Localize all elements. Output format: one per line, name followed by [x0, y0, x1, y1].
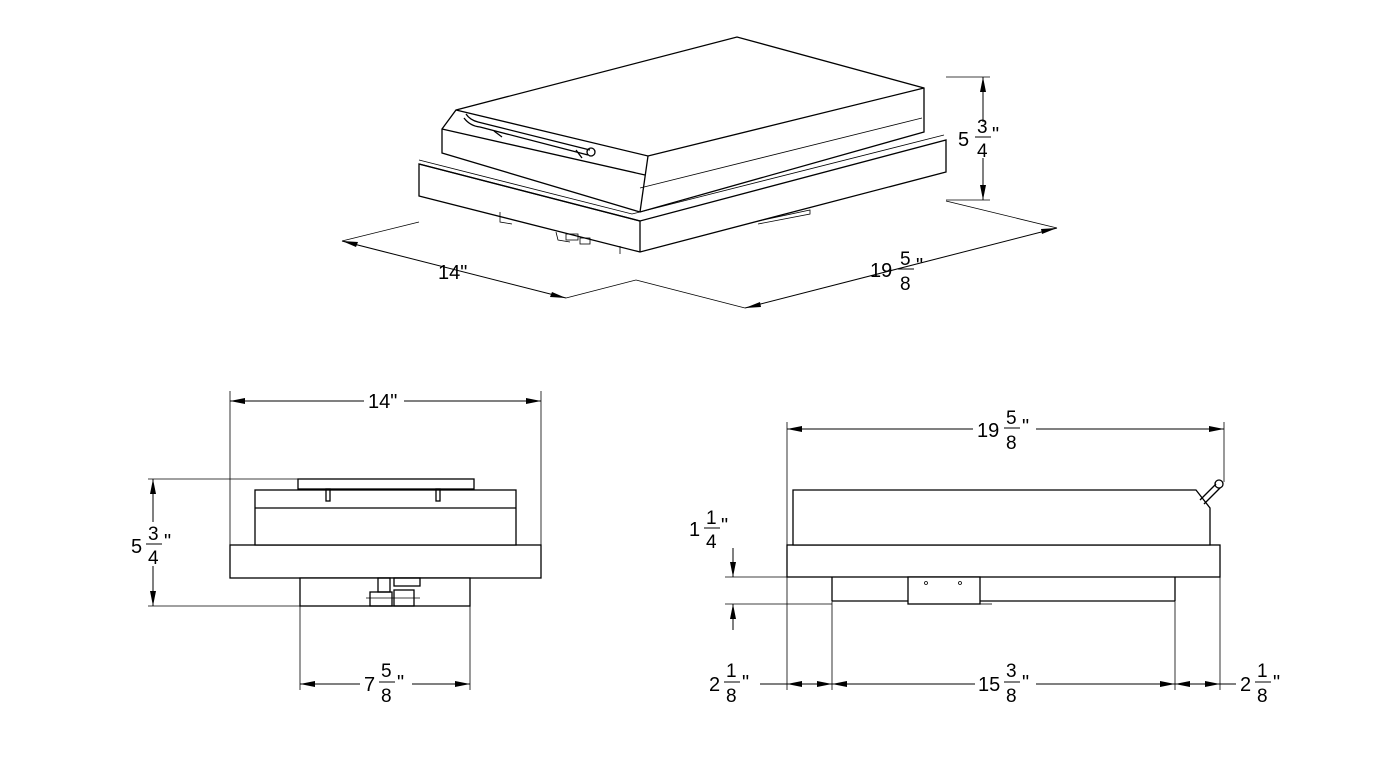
side-griddle	[792, 489, 1211, 546]
iso-height-den: 4	[977, 141, 988, 162]
front-height-den: 4	[148, 548, 159, 569]
side-left-den: 8	[726, 686, 737, 707]
iso-height-whole: 5	[958, 129, 969, 151]
side-step-den: 4	[706, 532, 717, 553]
side-length-num: 5	[1006, 408, 1017, 429]
side-step-unit: "	[721, 515, 728, 537]
iso-width-label: 14"	[438, 262, 467, 284]
iso-griddle-top	[441, 36, 925, 213]
side-right-num: 1	[1257, 661, 1268, 682]
iso-height-num: 3	[977, 117, 988, 138]
side-step-whole: 1	[689, 519, 700, 541]
front-handle	[297, 478, 475, 490]
side-length-den: 8	[1006, 433, 1017, 454]
front-griddle	[254, 489, 517, 546]
front-width-label: 14"	[368, 391, 397, 413]
side-control-box	[907, 576, 981, 605]
side-left-whole: 2	[709, 674, 720, 696]
side-right-den: 8	[1257, 686, 1268, 707]
side-step-num: 1	[706, 508, 717, 529]
front-view: 14" 5 3 4 " 7 5 8 "	[131, 391, 542, 707]
front-base-num: 5	[381, 661, 392, 682]
side-length-whole: 19	[977, 420, 999, 442]
side-left-unit: "	[742, 672, 749, 694]
isometric-view: 14" 19 5 8 " 5 3 4 "	[341, 36, 1058, 309]
front-base-den: 8	[381, 686, 392, 707]
side-mid-unit: "	[1022, 672, 1029, 694]
side-mid-den: 8	[1006, 686, 1017, 707]
front-base-unit: "	[397, 672, 404, 694]
side-length-unit: "	[1022, 416, 1029, 438]
iso-depth-whole: 19	[870, 260, 892, 282]
iso-depth-unit: "	[916, 255, 923, 277]
side-mid-whole: 15	[978, 674, 1000, 696]
side-mid-num: 3	[1006, 661, 1017, 682]
side-right-whole: 2	[1240, 674, 1251, 696]
front-height-num: 3	[148, 524, 159, 545]
side-left-num: 1	[726, 661, 737, 682]
front-height-whole: 5	[131, 536, 142, 558]
side-base	[786, 544, 1221, 578]
front-height-unit: "	[164, 531, 171, 553]
iso-height-unit: "	[992, 124, 999, 146]
iso-depth-num: 5	[900, 249, 911, 270]
front-base-whole: 7	[364, 674, 375, 696]
front-base	[229, 544, 542, 579]
side-view: 19 5 8 " 1 1 4 " 2 1 8 " 15	[689, 408, 1280, 707]
iso-depth-den: 8	[900, 274, 911, 295]
side-right-unit: "	[1273, 672, 1280, 694]
